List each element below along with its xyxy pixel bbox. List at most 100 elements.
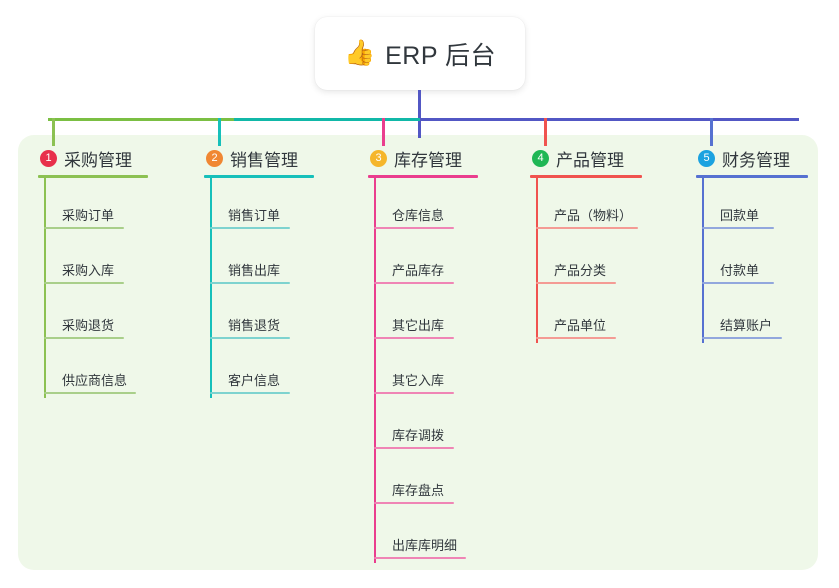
leaf-list: 采购订单采购入库采购退货供应商信息 — [38, 178, 148, 398]
branch-number-badge: 4 — [532, 149, 549, 167]
leaf-label: 其它出库 — [392, 318, 445, 333]
branch-1: 1 采购管理采购订单采购入库采购退货供应商信息 — [38, 146, 148, 398]
leaf-item[interactable]: 产品（物料） — [530, 178, 642, 233]
trunk-segment — [234, 118, 420, 121]
leaf-label: 采购订单 — [62, 208, 115, 223]
leaf-item[interactable]: 付款单 — [696, 233, 808, 288]
leaf-label: 销售出库 — [228, 263, 281, 278]
leaf-item[interactable]: 出库库明细 — [368, 508, 478, 563]
leaf-label: 库存盘点 — [392, 483, 445, 498]
branch-underline — [530, 175, 642, 178]
branch-underline — [696, 175, 808, 178]
leaf-item[interactable]: 回款单 — [696, 178, 808, 233]
leaf-item[interactable]: 采购入库 — [38, 233, 148, 288]
branches-panel — [18, 135, 818, 570]
leaf-item[interactable]: 销售退货 — [204, 288, 314, 343]
branch-header[interactable]: 1 采购管理 — [38, 146, 148, 170]
leaf-label: 产品单位 — [554, 318, 607, 333]
root-node[interactable]: 👍 ERP 后台 — [315, 17, 525, 90]
leaf-item[interactable]: 采购退货 — [38, 288, 148, 343]
branch-title: 产品管理 — [556, 150, 624, 170]
leaf-item[interactable]: 结算账户 — [696, 288, 808, 343]
trunk-segment — [48, 118, 234, 121]
leaf-item[interactable]: 仓库信息 — [368, 178, 478, 233]
leaf-label: 采购入库 — [62, 263, 115, 278]
leaf-label: 付款单 — [720, 263, 760, 278]
leaf-label: 其它入库 — [392, 373, 445, 388]
leaf-label: 采购退货 — [62, 318, 115, 333]
branch-title: 库存管理 — [394, 150, 462, 170]
leaf-underline — [44, 282, 124, 284]
leaf-label: 仓库信息 — [392, 208, 445, 223]
leaf-underline — [210, 282, 290, 284]
leaf-spine-connector — [702, 178, 704, 343]
branch-underline — [368, 175, 478, 178]
branch-underline — [38, 175, 148, 178]
leaf-underline — [702, 282, 774, 284]
leaf-label: 供应商信息 — [62, 373, 128, 388]
leaf-underline — [374, 502, 454, 504]
branch-5: 5 财务管理回款单付款单结算账户 — [696, 146, 808, 343]
leaf-list: 回款单付款单结算账户 — [696, 178, 808, 343]
branch-title: 财务管理 — [722, 150, 790, 170]
leaf-item[interactable]: 产品库存 — [368, 233, 478, 288]
branch-header[interactable]: 4 产品管理 — [530, 146, 642, 170]
branch-number-badge: 3 — [370, 149, 387, 167]
leaf-underline — [702, 227, 774, 229]
leaf-underline — [44, 337, 124, 339]
leaf-underline — [374, 227, 454, 229]
leaf-label: 回款单 — [720, 208, 760, 223]
branch-drop-connector — [382, 118, 385, 146]
leaf-item[interactable]: 采购订单 — [38, 178, 148, 233]
trunk-segment — [420, 118, 799, 121]
leaf-label: 结算账户 — [720, 318, 773, 333]
leaf-spine-connector — [536, 178, 538, 343]
leaf-underline — [44, 227, 124, 229]
leaf-underline — [374, 282, 454, 284]
leaf-label: 销售退货 — [228, 318, 281, 333]
leaf-item[interactable]: 客户信息 — [204, 343, 314, 398]
leaf-item[interactable]: 其它入库 — [368, 343, 478, 398]
branch-drop-connector — [52, 118, 55, 146]
leaf-label: 库存调拨 — [392, 428, 445, 443]
leaf-label: 客户信息 — [228, 373, 281, 388]
branch-title: 销售管理 — [230, 150, 298, 170]
branch-header[interactable]: 5 财务管理 — [696, 146, 808, 170]
leaf-underline — [210, 392, 290, 394]
leaf-item[interactable]: 库存调拨 — [368, 398, 478, 453]
branch-header[interactable]: 3 库存管理 — [368, 146, 478, 170]
branch-4: 4 产品管理产品（物料）产品分类产品单位 — [530, 146, 642, 343]
leaf-label: 出库库明细 — [392, 538, 458, 553]
branch-underline — [204, 175, 314, 178]
leaf-item[interactable]: 供应商信息 — [38, 343, 148, 398]
leaf-item[interactable]: 其它出库 — [368, 288, 478, 343]
root-stem-connector — [418, 90, 421, 138]
leaf-label: 产品库存 — [392, 263, 445, 278]
leaf-spine-connector — [44, 178, 46, 398]
leaf-underline — [536, 282, 616, 284]
branch-number-badge: 5 — [698, 149, 715, 167]
branch-drop-connector — [544, 118, 547, 146]
leaf-underline — [374, 337, 454, 339]
branch-drop-connector — [218, 118, 221, 146]
branch-3: 3 库存管理仓库信息产品库存其它出库其它入库库存调拨库存盘点出库库明细 — [368, 146, 478, 563]
leaf-underline — [536, 227, 638, 229]
leaf-item[interactable]: 销售订单 — [204, 178, 314, 233]
leaf-item[interactable]: 产品分类 — [530, 233, 642, 288]
branch-drop-connector — [710, 118, 713, 146]
leaf-label: 销售订单 — [228, 208, 281, 223]
branch-number-badge: 1 — [40, 149, 57, 167]
leaf-spine-connector — [210, 178, 212, 398]
leaf-list: 产品（物料）产品分类产品单位 — [530, 178, 642, 343]
leaf-underline — [210, 337, 290, 339]
leaf-underline — [702, 337, 782, 339]
branch-title: 采购管理 — [64, 150, 132, 170]
leaf-list: 销售订单销售出库销售退货客户信息 — [204, 178, 314, 398]
leaf-list: 仓库信息产品库存其它出库其它入库库存调拨库存盘点出库库明细 — [368, 178, 478, 563]
leaf-item[interactable]: 库存盘点 — [368, 453, 478, 508]
leaf-underline — [44, 392, 136, 394]
leaf-item[interactable]: 产品单位 — [530, 288, 642, 343]
leaf-item[interactable]: 销售出库 — [204, 233, 314, 288]
